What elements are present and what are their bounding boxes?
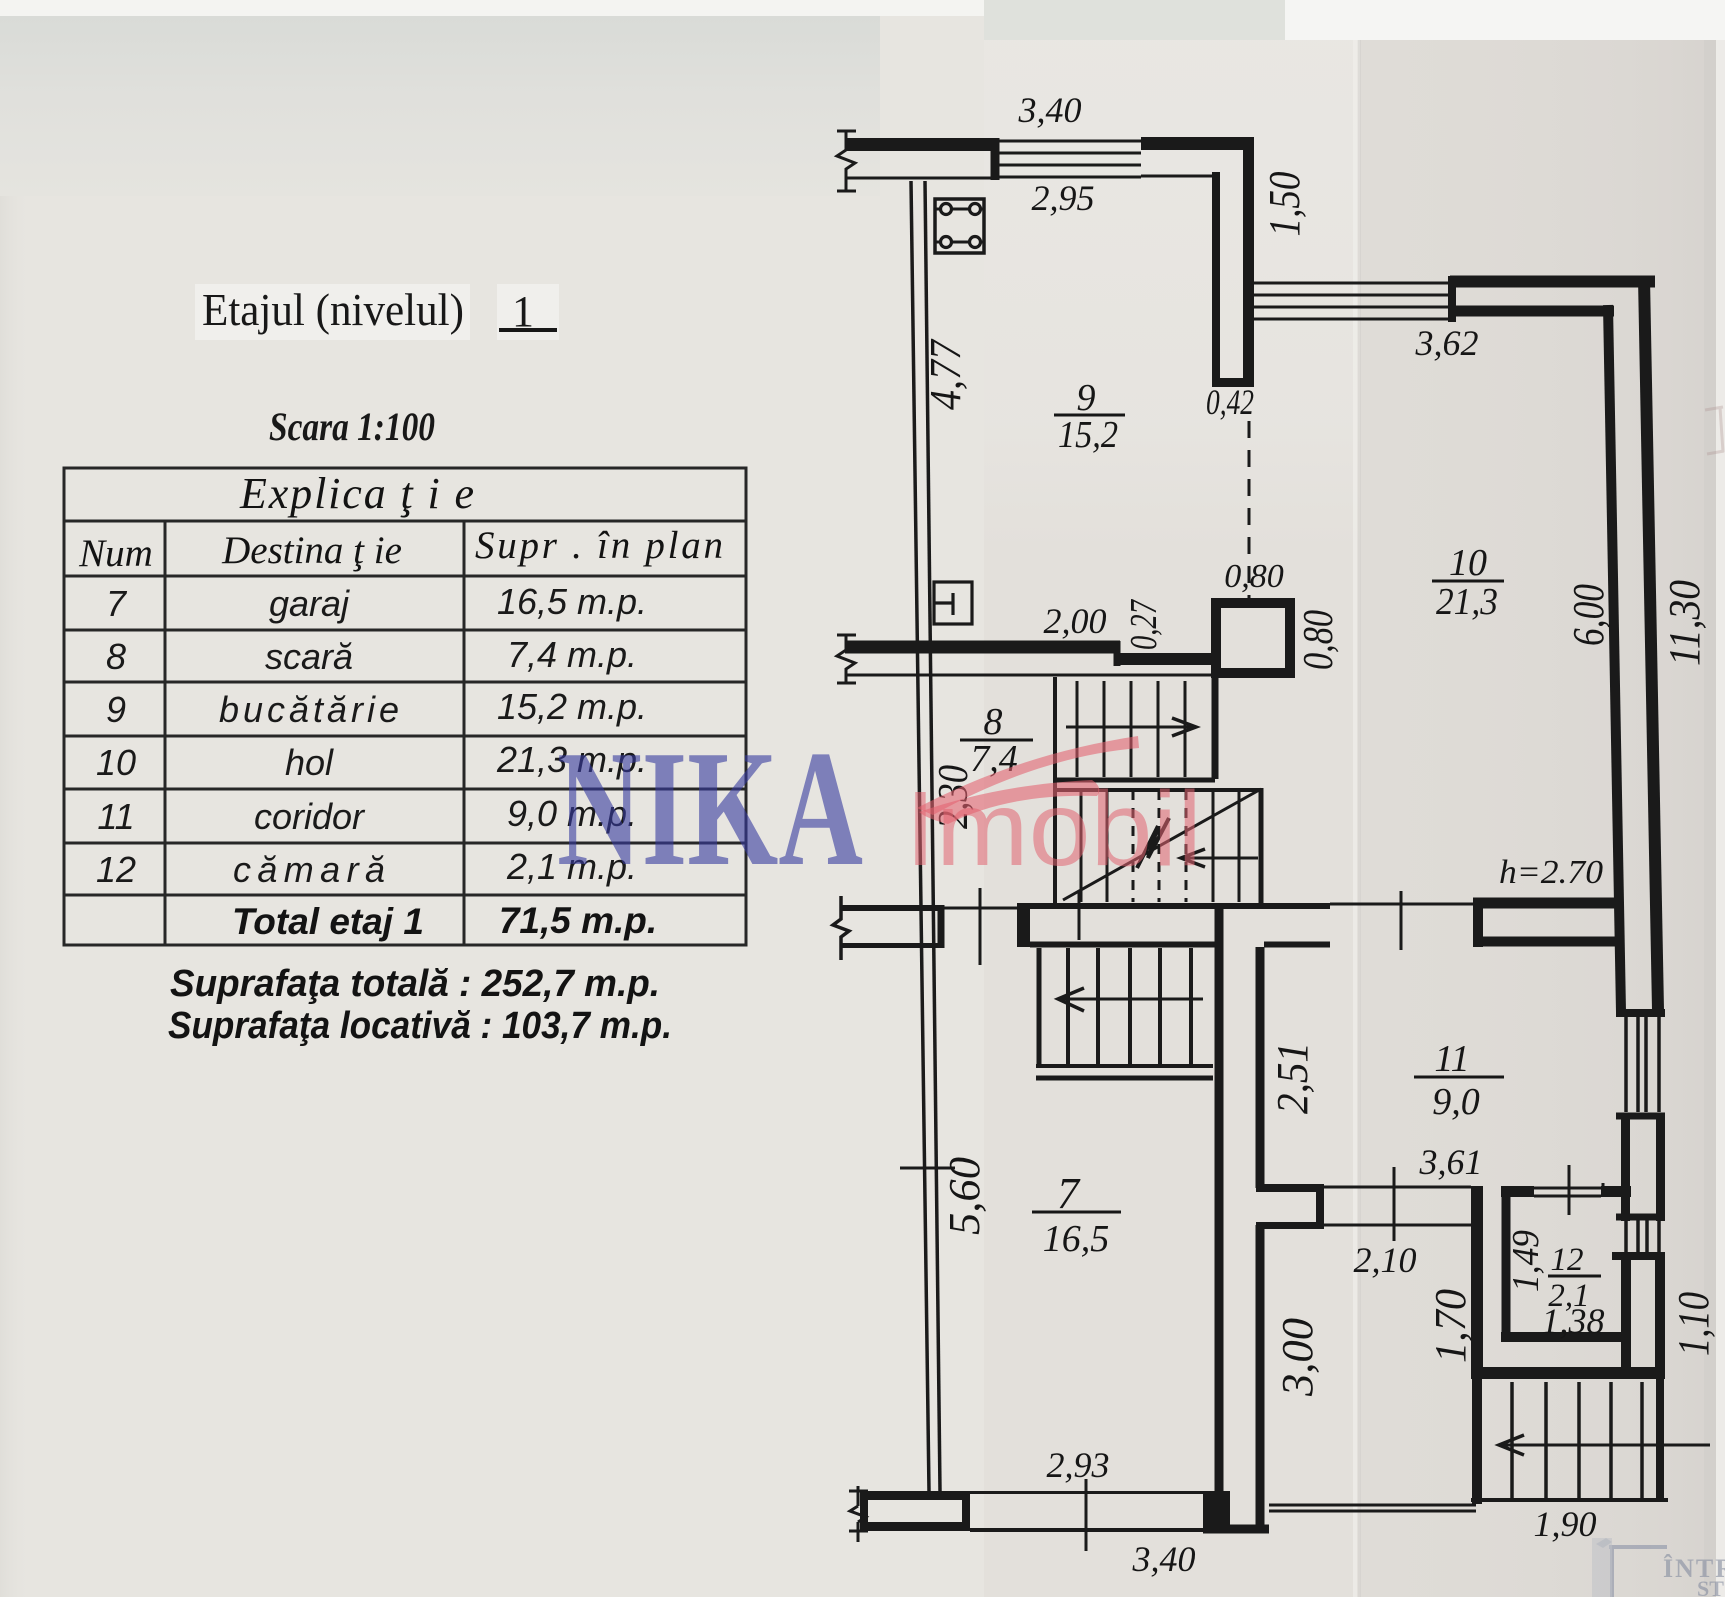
svg-text:11: 11 <box>1434 1038 1469 1080</box>
svg-text:2,1: 2,1 <box>1548 1278 1589 1314</box>
svg-text:8: 8 <box>984 701 1003 743</box>
svg-text:3,61: 3,61 <box>1419 1142 1483 1182</box>
svg-text:scară: scară <box>265 636 353 677</box>
svg-text:0,42: 0,42 <box>1206 382 1254 422</box>
svg-text:Destina ţ ie: Destina ţ ie <box>221 529 402 572</box>
svg-text:3,40: 3,40 <box>1132 1539 1196 1579</box>
svg-text:ÎNTR: ÎNTR <box>1663 1554 1725 1583</box>
svg-text:2,10: 2,10 <box>1354 1240 1417 1280</box>
svg-text:9: 9 <box>1077 377 1096 419</box>
svg-text:Suprafaţa locativă : 103,7 m.p: Suprafaţa locativă : 103,7 m.p. <box>168 1005 672 1047</box>
svg-text:1,70: 1,70 <box>1426 1289 1475 1363</box>
svg-text:0,80: 0,80 <box>1296 610 1342 670</box>
svg-text:21,3 m.p.: 21,3 m.p. <box>496 739 647 780</box>
svg-text:7: 7 <box>1057 1169 1081 1218</box>
svg-text:Etajul (nivelul): Etajul (nivelul) <box>202 284 464 335</box>
svg-text:0,27: 0,27 <box>1123 598 1165 650</box>
svg-text:15,2: 15,2 <box>1058 414 1118 456</box>
svg-text:h=2.70: h=2.70 <box>1499 854 1603 891</box>
svg-text:15,2 m.p.: 15,2 m.p. <box>497 686 647 727</box>
svg-text:3,00: 3,00 <box>1273 1318 1322 1397</box>
svg-text:16,5 m.p.: 16,5 m.p. <box>497 581 647 622</box>
svg-text:3,40: 3,40 <box>1018 90 1082 130</box>
svg-text:1,90: 1,90 <box>1534 1504 1597 1544</box>
svg-text:10: 10 <box>1449 542 1487 584</box>
svg-text:Explica ţ i e: Explica ţ i e <box>239 469 474 518</box>
svg-text:1: 1 <box>512 287 534 336</box>
svg-text:Scara 1:100: Scara 1:100 <box>269 404 435 449</box>
svg-text:6,00: 6,00 <box>1564 584 1613 646</box>
svg-text:71,5 m.p.: 71,5 m.p. <box>499 900 657 941</box>
svg-text:Suprafaţa totală : 252,7 m.p.: Suprafaţa totală : 252,7 m.p. <box>170 963 660 1005</box>
svg-text:Supr . în plan: Supr . în plan <box>475 524 723 567</box>
svg-text:2,95: 2,95 <box>1032 178 1095 218</box>
svg-text:3,62: 3,62 <box>1415 323 1479 363</box>
svg-text:Num: Num <box>78 532 153 575</box>
svg-text:5,60: 5,60 <box>940 1157 989 1235</box>
svg-text:1,10: 1,10 <box>1669 1292 1718 1356</box>
svg-text:Total etaj 1: Total etaj 1 <box>232 901 424 942</box>
svg-text:12: 12 <box>1551 1242 1584 1278</box>
svg-text:garaj: garaj <box>269 583 350 624</box>
svg-text:12: 12 <box>96 849 136 890</box>
svg-text:1,38: 1,38 <box>1542 1301 1605 1341</box>
svg-text:8: 8 <box>106 636 126 677</box>
svg-text:1,49: 1,49 <box>1505 1230 1547 1292</box>
svg-text:1,50: 1,50 <box>1260 172 1309 237</box>
svg-text:ST: ST <box>1697 1576 1724 1597</box>
svg-text:2,93: 2,93 <box>1047 1445 1110 1485</box>
svg-text:bucătărie: bucătărie <box>219 689 399 730</box>
svg-text:11: 11 <box>97 796 134 837</box>
svg-text:7,4 m.p.: 7,4 m.p. <box>507 634 637 675</box>
svg-text:7: 7 <box>106 583 128 624</box>
svg-text:9,0 m.p.: 9,0 m.p. <box>507 793 637 834</box>
svg-text:11,30: 11,30 <box>1660 580 1709 666</box>
svg-text:16,5: 16,5 <box>1043 1218 1110 1260</box>
svg-text:NIKA: NIKA <box>557 716 863 900</box>
svg-text:21,3: 21,3 <box>1436 581 1498 623</box>
svg-text:4,77: 4,77 <box>921 338 970 410</box>
svg-text:9: 9 <box>106 689 126 730</box>
svg-text:coridor: coridor <box>254 796 366 837</box>
svg-text:2,51: 2,51 <box>1268 1042 1317 1114</box>
svg-text:9,0: 9,0 <box>1432 1081 1480 1123</box>
svg-text:2,1 m.p.: 2,1 m.p. <box>506 846 637 887</box>
svg-text:0,80: 0,80 <box>1224 558 1284 595</box>
svg-text:2,00: 2,00 <box>1044 601 1107 641</box>
svg-text:hol: hol <box>285 742 334 783</box>
svg-text:10: 10 <box>96 742 136 783</box>
